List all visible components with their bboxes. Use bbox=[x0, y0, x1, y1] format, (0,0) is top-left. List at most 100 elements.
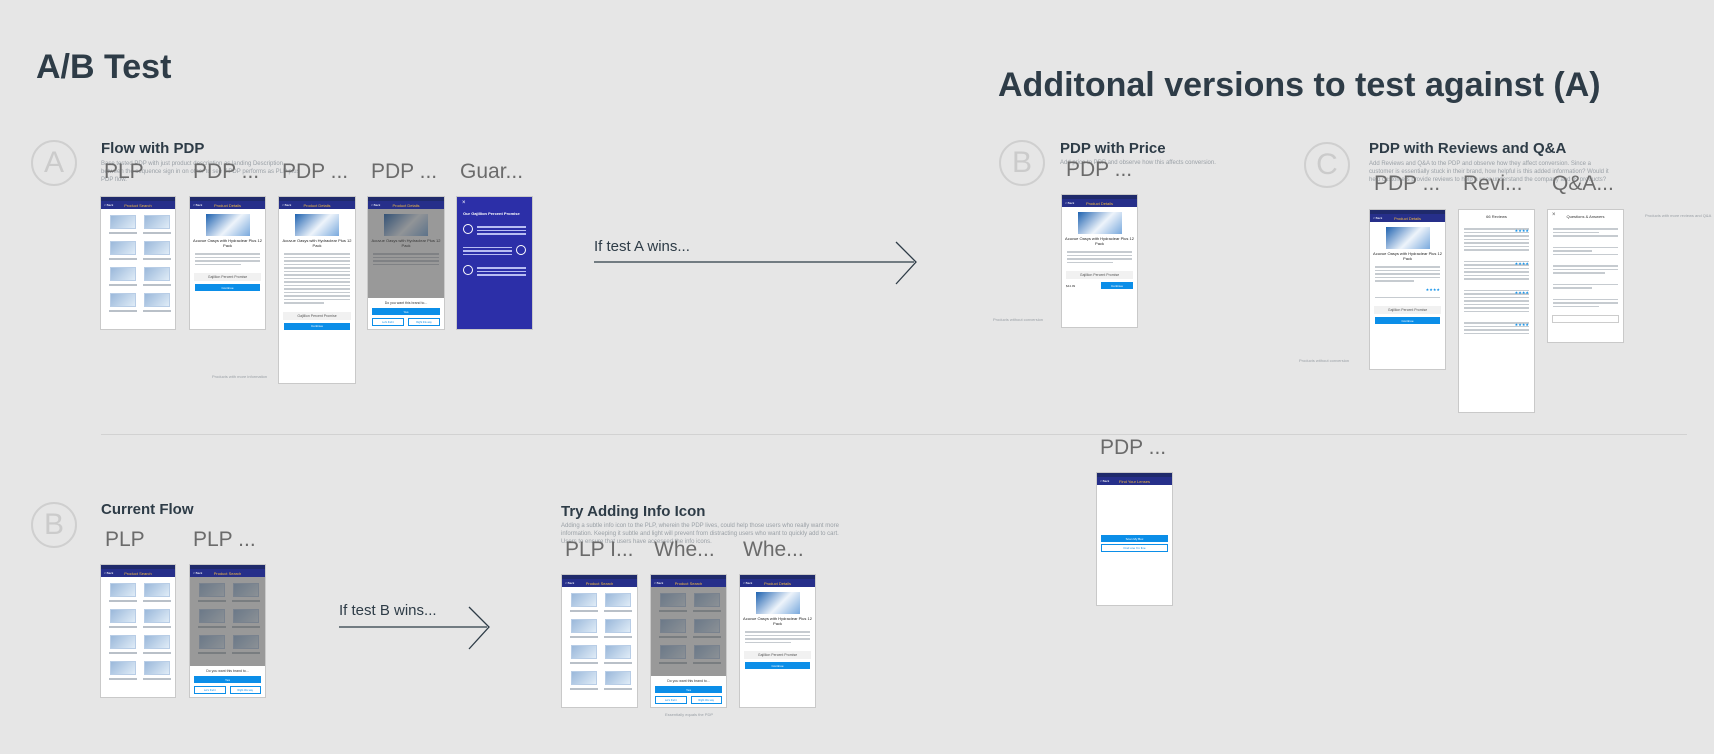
sheet-question: Do you want this brand to... bbox=[384, 301, 428, 305]
back-link[interactable]: < Back bbox=[282, 203, 292, 207]
back-link[interactable]: < Back bbox=[193, 203, 203, 207]
back-link[interactable]: < Back bbox=[193, 571, 203, 575]
plp-screen[interactable]: < Back Product Search bbox=[100, 564, 176, 698]
nav-title: Product Details bbox=[213, 202, 242, 208]
product-title: Acuvue Oasys with Hydraclear Plus 12 Pac… bbox=[1065, 236, 1134, 246]
pdp-reviews-title: PDP with Reviews and Q&A bbox=[1369, 140, 1567, 157]
promise-badge: Gajillion Percent Promise bbox=[283, 311, 351, 320]
guarantee-screen[interactable]: × Our Gajillion Percent Promise bbox=[456, 196, 533, 330]
nav-title: Product Search bbox=[674, 580, 703, 586]
nav-title: Product Details bbox=[392, 202, 420, 208]
screen-label: PLP bbox=[104, 160, 144, 183]
plp-modal-screen[interactable]: < Back Product Search Do you want this br… bbox=[189, 564, 266, 698]
continue-button[interactable]: Continue bbox=[195, 284, 260, 291]
nav-title: Product Details bbox=[1085, 200, 1114, 206]
nav-title: Product Search bbox=[585, 580, 614, 586]
find-lens-button[interactable]: Find one I'm fine bbox=[1101, 544, 1168, 552]
nav-title: Product Search bbox=[124, 570, 152, 576]
nav-title: Product Search bbox=[213, 570, 242, 576]
continue-button[interactable]: Continue bbox=[284, 322, 350, 330]
yes-button[interactable]: Yes bbox=[372, 308, 440, 315]
product-title: Acuvue Oasys with Hydraclear Plus 12 Pac… bbox=[743, 616, 812, 626]
option-button[interactable]: Let's find it bbox=[655, 696, 687, 704]
test-a-arrow-label: If test A wins... bbox=[594, 238, 690, 255]
pdp-price-description: Add price to PDP and observe how this af… bbox=[1060, 160, 1216, 166]
price-label: $44.99 bbox=[1066, 283, 1076, 288]
option-button[interactable]: Right this way bbox=[408, 318, 440, 326]
back-link[interactable]: < Back bbox=[743, 581, 753, 585]
screen-label: PDP ... bbox=[282, 160, 349, 183]
yes-button[interactable]: Yes bbox=[655, 686, 722, 693]
find-lenses-screen[interactable]: < Back Find Your Lenses Scan My Box Find … bbox=[1096, 472, 1173, 606]
info-icon-description: Adding a subtle info icon to the PLP, wh… bbox=[561, 523, 839, 545]
reviews-title: 66 Reviews bbox=[1486, 214, 1507, 219]
nav-title: Find Your Lenses bbox=[1119, 478, 1150, 484]
nav-title: Product Details bbox=[1393, 215, 1422, 221]
current-flow-title: Current Flow bbox=[101, 501, 194, 518]
annotation-note: Products with more information bbox=[212, 374, 268, 379]
guarantee-title: Our Gajillion Percent Promise bbox=[463, 211, 520, 216]
screen-label: PDP ... bbox=[371, 160, 438, 183]
pdp-info-screen[interactable]: < Back Product Details Acuvue Oasys with … bbox=[739, 574, 816, 708]
plp-info-modal-screen[interactable]: < Back Product Search Do you want this br… bbox=[650, 574, 727, 708]
badge-icon bbox=[463, 224, 473, 234]
continue-button[interactable]: Continue bbox=[1101, 282, 1133, 289]
screen-label: PLP bbox=[105, 528, 145, 551]
screen-label: Whe... bbox=[743, 538, 804, 561]
product-image bbox=[205, 214, 250, 236]
close-icon[interactable]: × bbox=[1552, 212, 1556, 218]
option-button[interactable]: Let's find it bbox=[194, 686, 226, 694]
screen-label: Guar... bbox=[460, 160, 524, 183]
nav-title: Product Details bbox=[303, 202, 331, 208]
close-icon[interactable]: × bbox=[462, 200, 466, 206]
back-link[interactable]: < Back bbox=[654, 581, 664, 585]
nav-title: Product Search bbox=[124, 202, 152, 208]
back-link[interactable]: < Back bbox=[1373, 216, 1383, 220]
plp-info-screen[interactable]: < Back Product Search bbox=[561, 574, 638, 708]
back-link[interactable]: < Back bbox=[104, 203, 114, 207]
yes-button[interactable]: Yes bbox=[194, 676, 261, 683]
continue-button[interactable]: Continue bbox=[745, 662, 810, 669]
back-link[interactable]: < Back bbox=[1065, 201, 1075, 205]
promise-badge: Gajillion Percent Promise bbox=[1066, 271, 1133, 279]
shipping-icon bbox=[463, 265, 473, 275]
ab-test-heading: A/B Test bbox=[36, 48, 172, 86]
option-button[interactable]: Let's find it bbox=[372, 318, 404, 326]
sheet-question: Do you want this brand to... bbox=[206, 669, 249, 673]
screen-label: Whe... bbox=[654, 538, 715, 561]
back-link[interactable]: < Back bbox=[104, 571, 114, 575]
scan-box-button[interactable]: Scan My Box bbox=[1101, 535, 1168, 542]
marker-a: A bbox=[31, 140, 77, 186]
continue-button[interactable]: Continue bbox=[1375, 317, 1440, 324]
right-arrow-icon bbox=[339, 606, 490, 650]
question-input[interactable] bbox=[1552, 315, 1619, 323]
option-button[interactable]: Right this way bbox=[229, 686, 261, 694]
nav-title: Product Details bbox=[763, 580, 792, 586]
reviews-screen[interactable]: 66 Reviews ★★★★ ★★★★ ★★★★ ★★★★ bbox=[1458, 209, 1535, 413]
plp-screen[interactable]: < Back Product Search bbox=[100, 196, 176, 330]
qa-screen[interactable]: × Questions & Answers bbox=[1547, 209, 1624, 343]
pdp-price-screen[interactable]: < Back Product Details Acuvue Oasys with … bbox=[1061, 194, 1138, 328]
qa-title: Questions & Answers bbox=[1566, 214, 1605, 219]
back-link[interactable]: < Back bbox=[565, 581, 575, 585]
additional-versions-heading: Additonal versions to test against (A) bbox=[998, 66, 1601, 104]
back-link[interactable]: < Back bbox=[371, 203, 381, 207]
screen-label: PDP ... bbox=[1066, 158, 1133, 181]
screen-label: Q&A... bbox=[1552, 172, 1614, 195]
screen-label: PDP ... bbox=[1100, 436, 1167, 459]
option-button[interactable]: Right this way bbox=[690, 696, 722, 704]
sheet-question: Do you want this brand to... bbox=[667, 679, 710, 683]
flow-pdp-description: Base tested PDP with just product descri… bbox=[101, 161, 300, 183]
annotation-note: Products without conversion bbox=[993, 317, 1044, 322]
back-link[interactable]: < Back bbox=[1100, 479, 1110, 483]
section-divider bbox=[101, 434, 1687, 435]
screen-label: PDP ... bbox=[1374, 172, 1441, 195]
screen-label: PDP ... bbox=[193, 160, 260, 183]
promise-badge: Gajillion Percent Promise bbox=[744, 651, 811, 659]
rating-stars[interactable]: ★★★★ bbox=[1425, 286, 1440, 292]
flow-pdp-title: Flow with PDP bbox=[101, 140, 205, 157]
